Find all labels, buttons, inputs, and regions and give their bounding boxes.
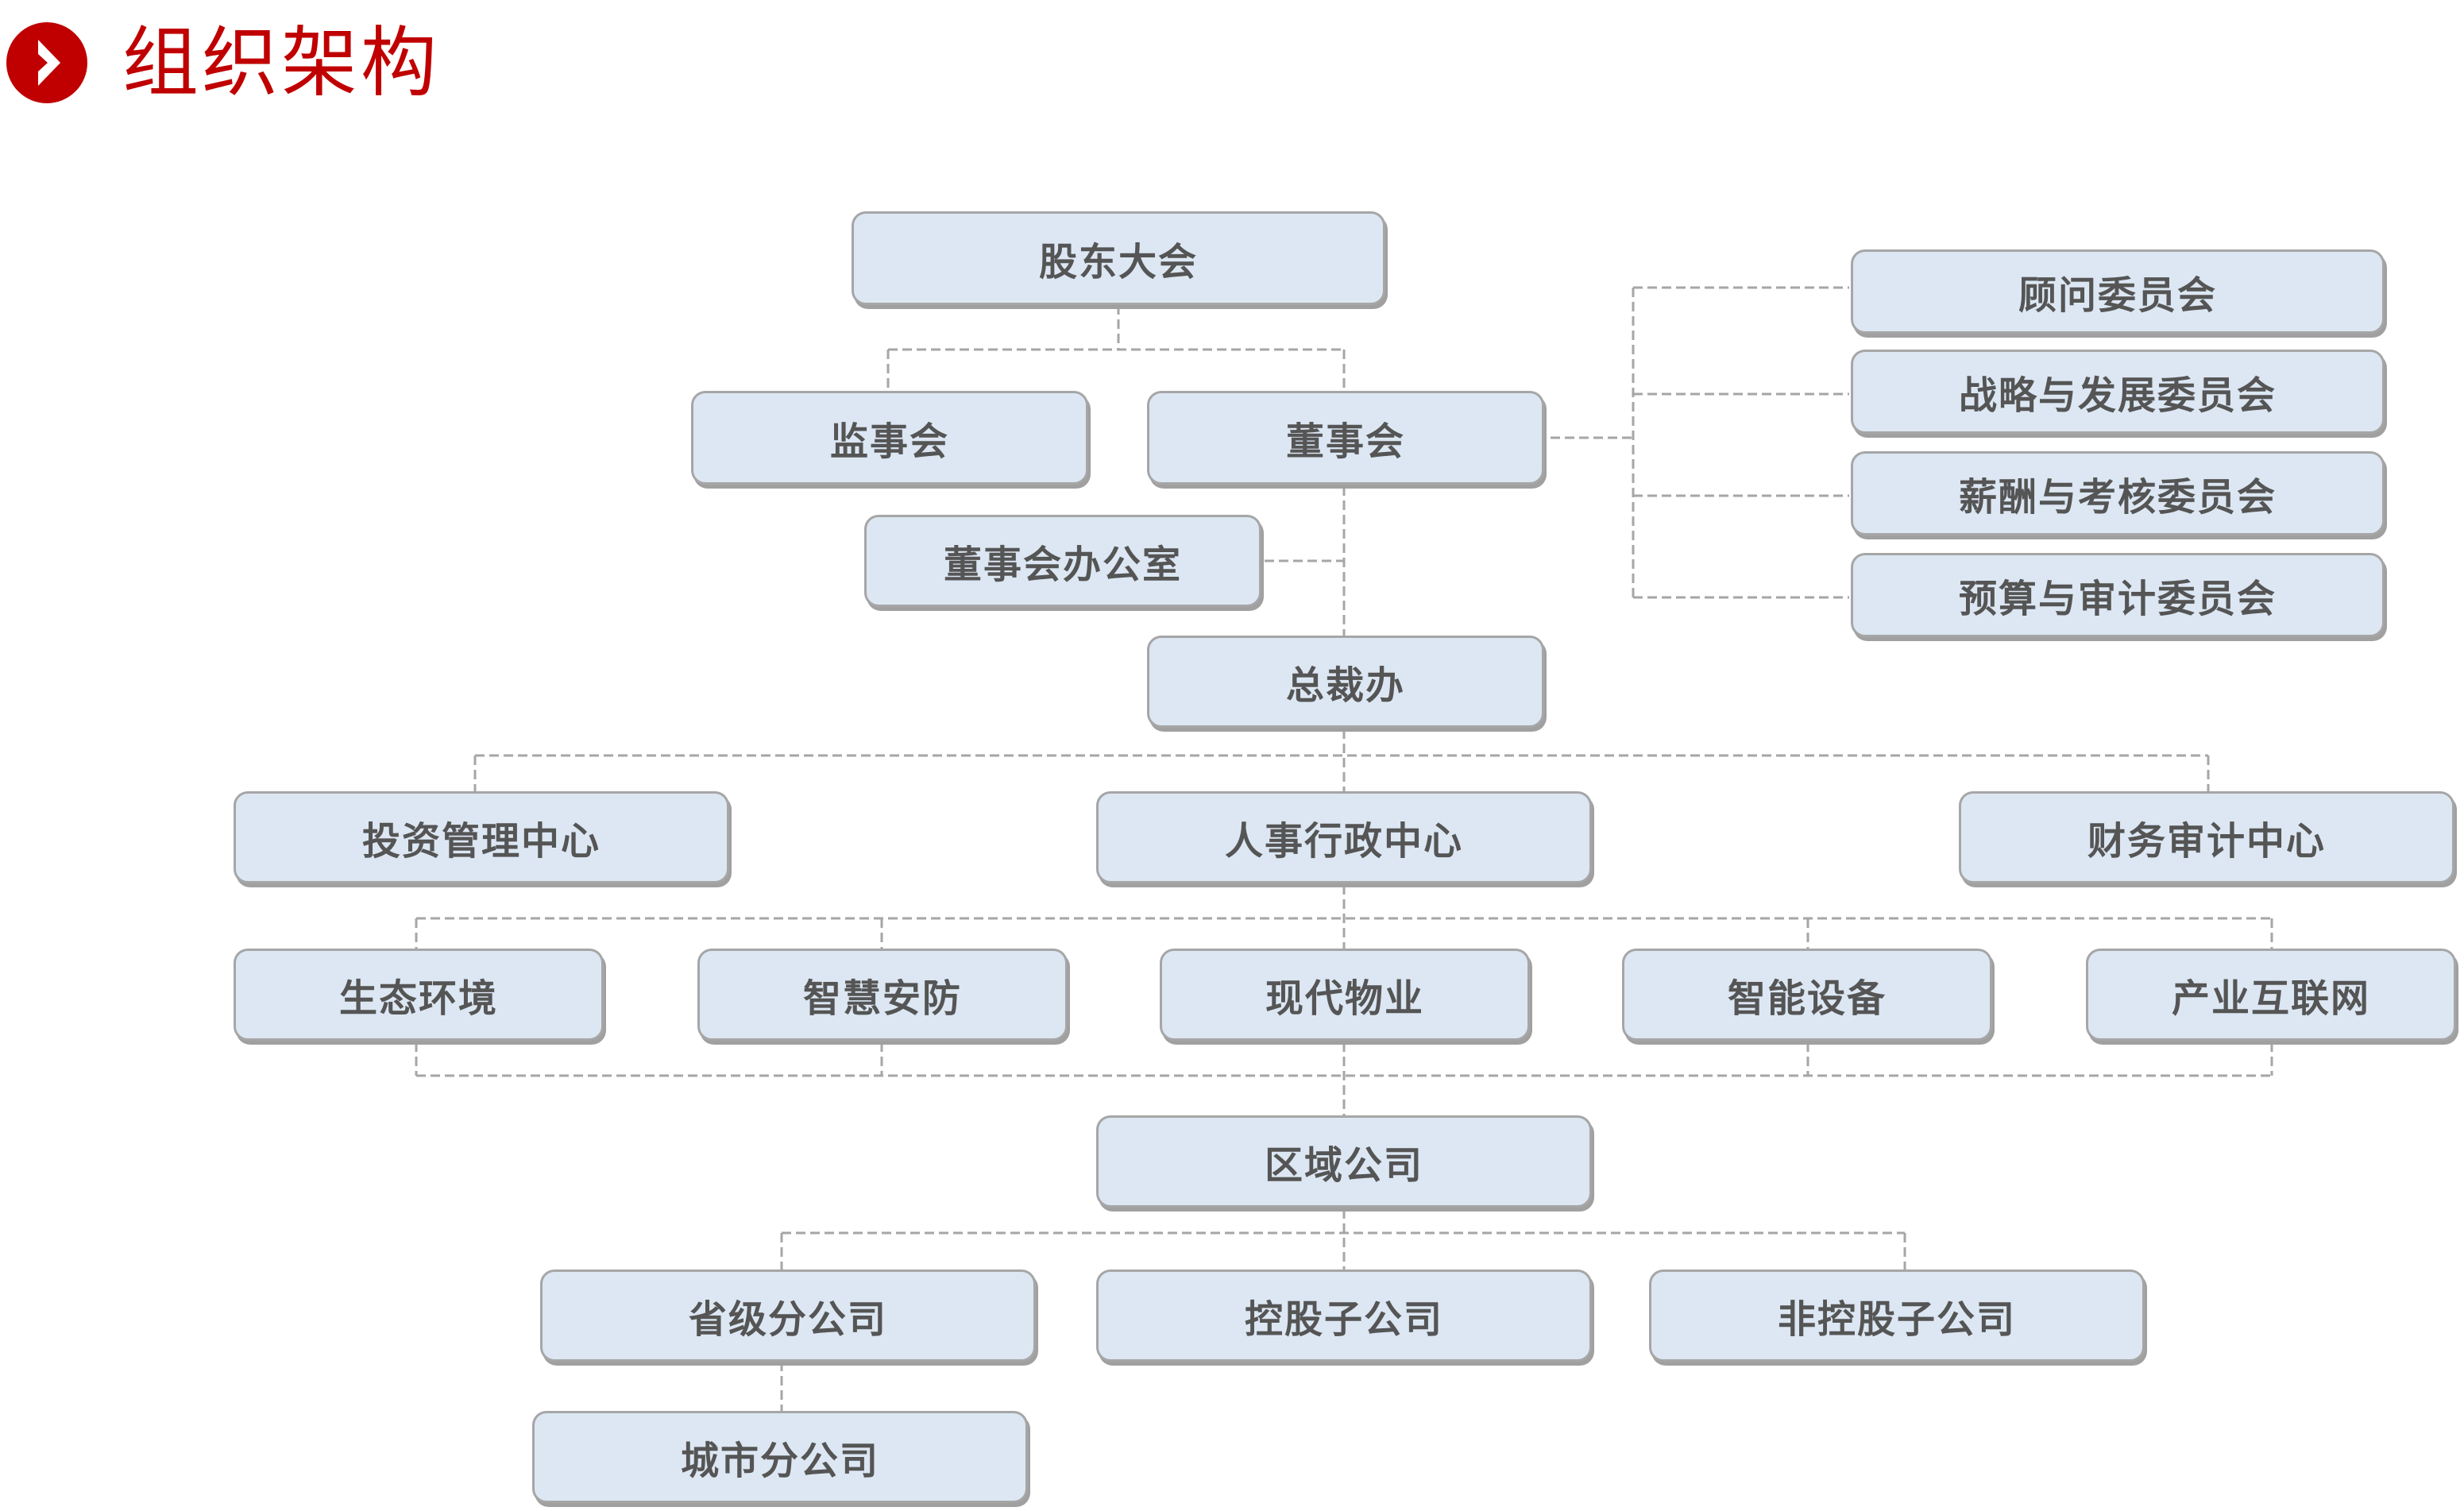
connector bbox=[886, 305, 1346, 391]
page-title: 组织架构 bbox=[122, 18, 440, 107]
org-node-center[interactable]: 财务审计中心 bbox=[1959, 791, 2454, 883]
org-node-shareholders[interactable]: 股东大会 bbox=[852, 211, 1385, 305]
org-node-business-unit[interactable]: 现代物业 bbox=[1160, 949, 1530, 1041]
node-label: 预算与审计委员会 bbox=[1958, 577, 2277, 621]
node-label: 产业互联网 bbox=[2171, 976, 2370, 1021]
node-label: 控股子公司 bbox=[1244, 1297, 1443, 1342]
org-node-committee[interactable]: 战略与发展委员会 bbox=[1851, 350, 2385, 434]
node-label: 智慧安防 bbox=[802, 976, 962, 1021]
org-node-subsidiary[interactable]: 省级分公司 bbox=[540, 1269, 1036, 1362]
node-label: 现代物业 bbox=[1265, 976, 1424, 1021]
node-label: 股东大会 bbox=[1038, 240, 1198, 284]
node-label: 省级分公司 bbox=[688, 1297, 887, 1342]
org-node-regional-company[interactable]: 区域公司 bbox=[1096, 1115, 1592, 1208]
org-node-board[interactable]: 董事会 bbox=[1147, 391, 1544, 485]
org-node-business-unit[interactable]: 智慧安防 bbox=[697, 949, 1068, 1041]
node-label: 人事行政中心 bbox=[1224, 819, 1463, 864]
org-node-board-office[interactable]: 董事会办公室 bbox=[864, 515, 1261, 607]
node-label: 投资管理中心 bbox=[361, 819, 601, 864]
org-node-business-unit[interactable]: 智能设备 bbox=[1622, 949, 1992, 1041]
node-label: 董事会办公室 bbox=[943, 543, 1182, 587]
org-node-center[interactable]: 人事行政中心 bbox=[1096, 791, 1592, 883]
connector bbox=[415, 1042, 2273, 1115]
org-node-committee[interactable]: 薪酬与考核委员会 bbox=[1851, 451, 2385, 535]
connector bbox=[780, 1209, 1906, 1269]
node-label: 非控股子公司 bbox=[1777, 1297, 2016, 1342]
node-label: 生态环境 bbox=[338, 976, 498, 1021]
node-label: 城市分公司 bbox=[680, 1439, 879, 1483]
org-node-supervisory-board[interactable]: 监事会 bbox=[691, 391, 1088, 485]
connector bbox=[473, 729, 2210, 794]
page-header: 组织架构 bbox=[6, 19, 440, 106]
node-label: 监事会 bbox=[829, 419, 949, 464]
node-label: 战略与发展委员会 bbox=[1958, 373, 2277, 418]
org-node-subsidiary[interactable]: 控股子公司 bbox=[1096, 1269, 1592, 1362]
node-label: 区域公司 bbox=[1264, 1143, 1423, 1188]
org-node-committee[interactable]: 顾问委员会 bbox=[1851, 249, 2385, 334]
connector bbox=[1551, 286, 1849, 599]
org-node-business-unit[interactable]: 产业互联网 bbox=[2086, 949, 2456, 1041]
node-label: 顾问委员会 bbox=[2018, 273, 2217, 318]
org-node-business-unit[interactable]: 生态环境 bbox=[234, 949, 604, 1041]
org-node-subsidiary[interactable]: 非控股子公司 bbox=[1649, 1269, 2145, 1362]
node-label: 总裁办 bbox=[1285, 663, 1405, 708]
connector bbox=[415, 885, 2273, 949]
node-label: 董事会 bbox=[1285, 419, 1405, 464]
connector bbox=[1265, 486, 1346, 636]
node-label: 薪酬与考核委员会 bbox=[1958, 475, 2277, 520]
node-label: 智能设备 bbox=[1727, 976, 1887, 1021]
org-node-city-branch[interactable]: 城市分公司 bbox=[532, 1411, 1028, 1503]
chevron-right-circle-icon bbox=[6, 22, 87, 103]
org-node-center[interactable]: 投资管理中心 bbox=[234, 791, 729, 883]
org-node-president-office[interactable]: 总裁办 bbox=[1147, 636, 1544, 728]
org-node-committee[interactable]: 预算与审计委员会 bbox=[1851, 553, 2385, 637]
node-label: 财务审计中心 bbox=[2087, 819, 2326, 864]
